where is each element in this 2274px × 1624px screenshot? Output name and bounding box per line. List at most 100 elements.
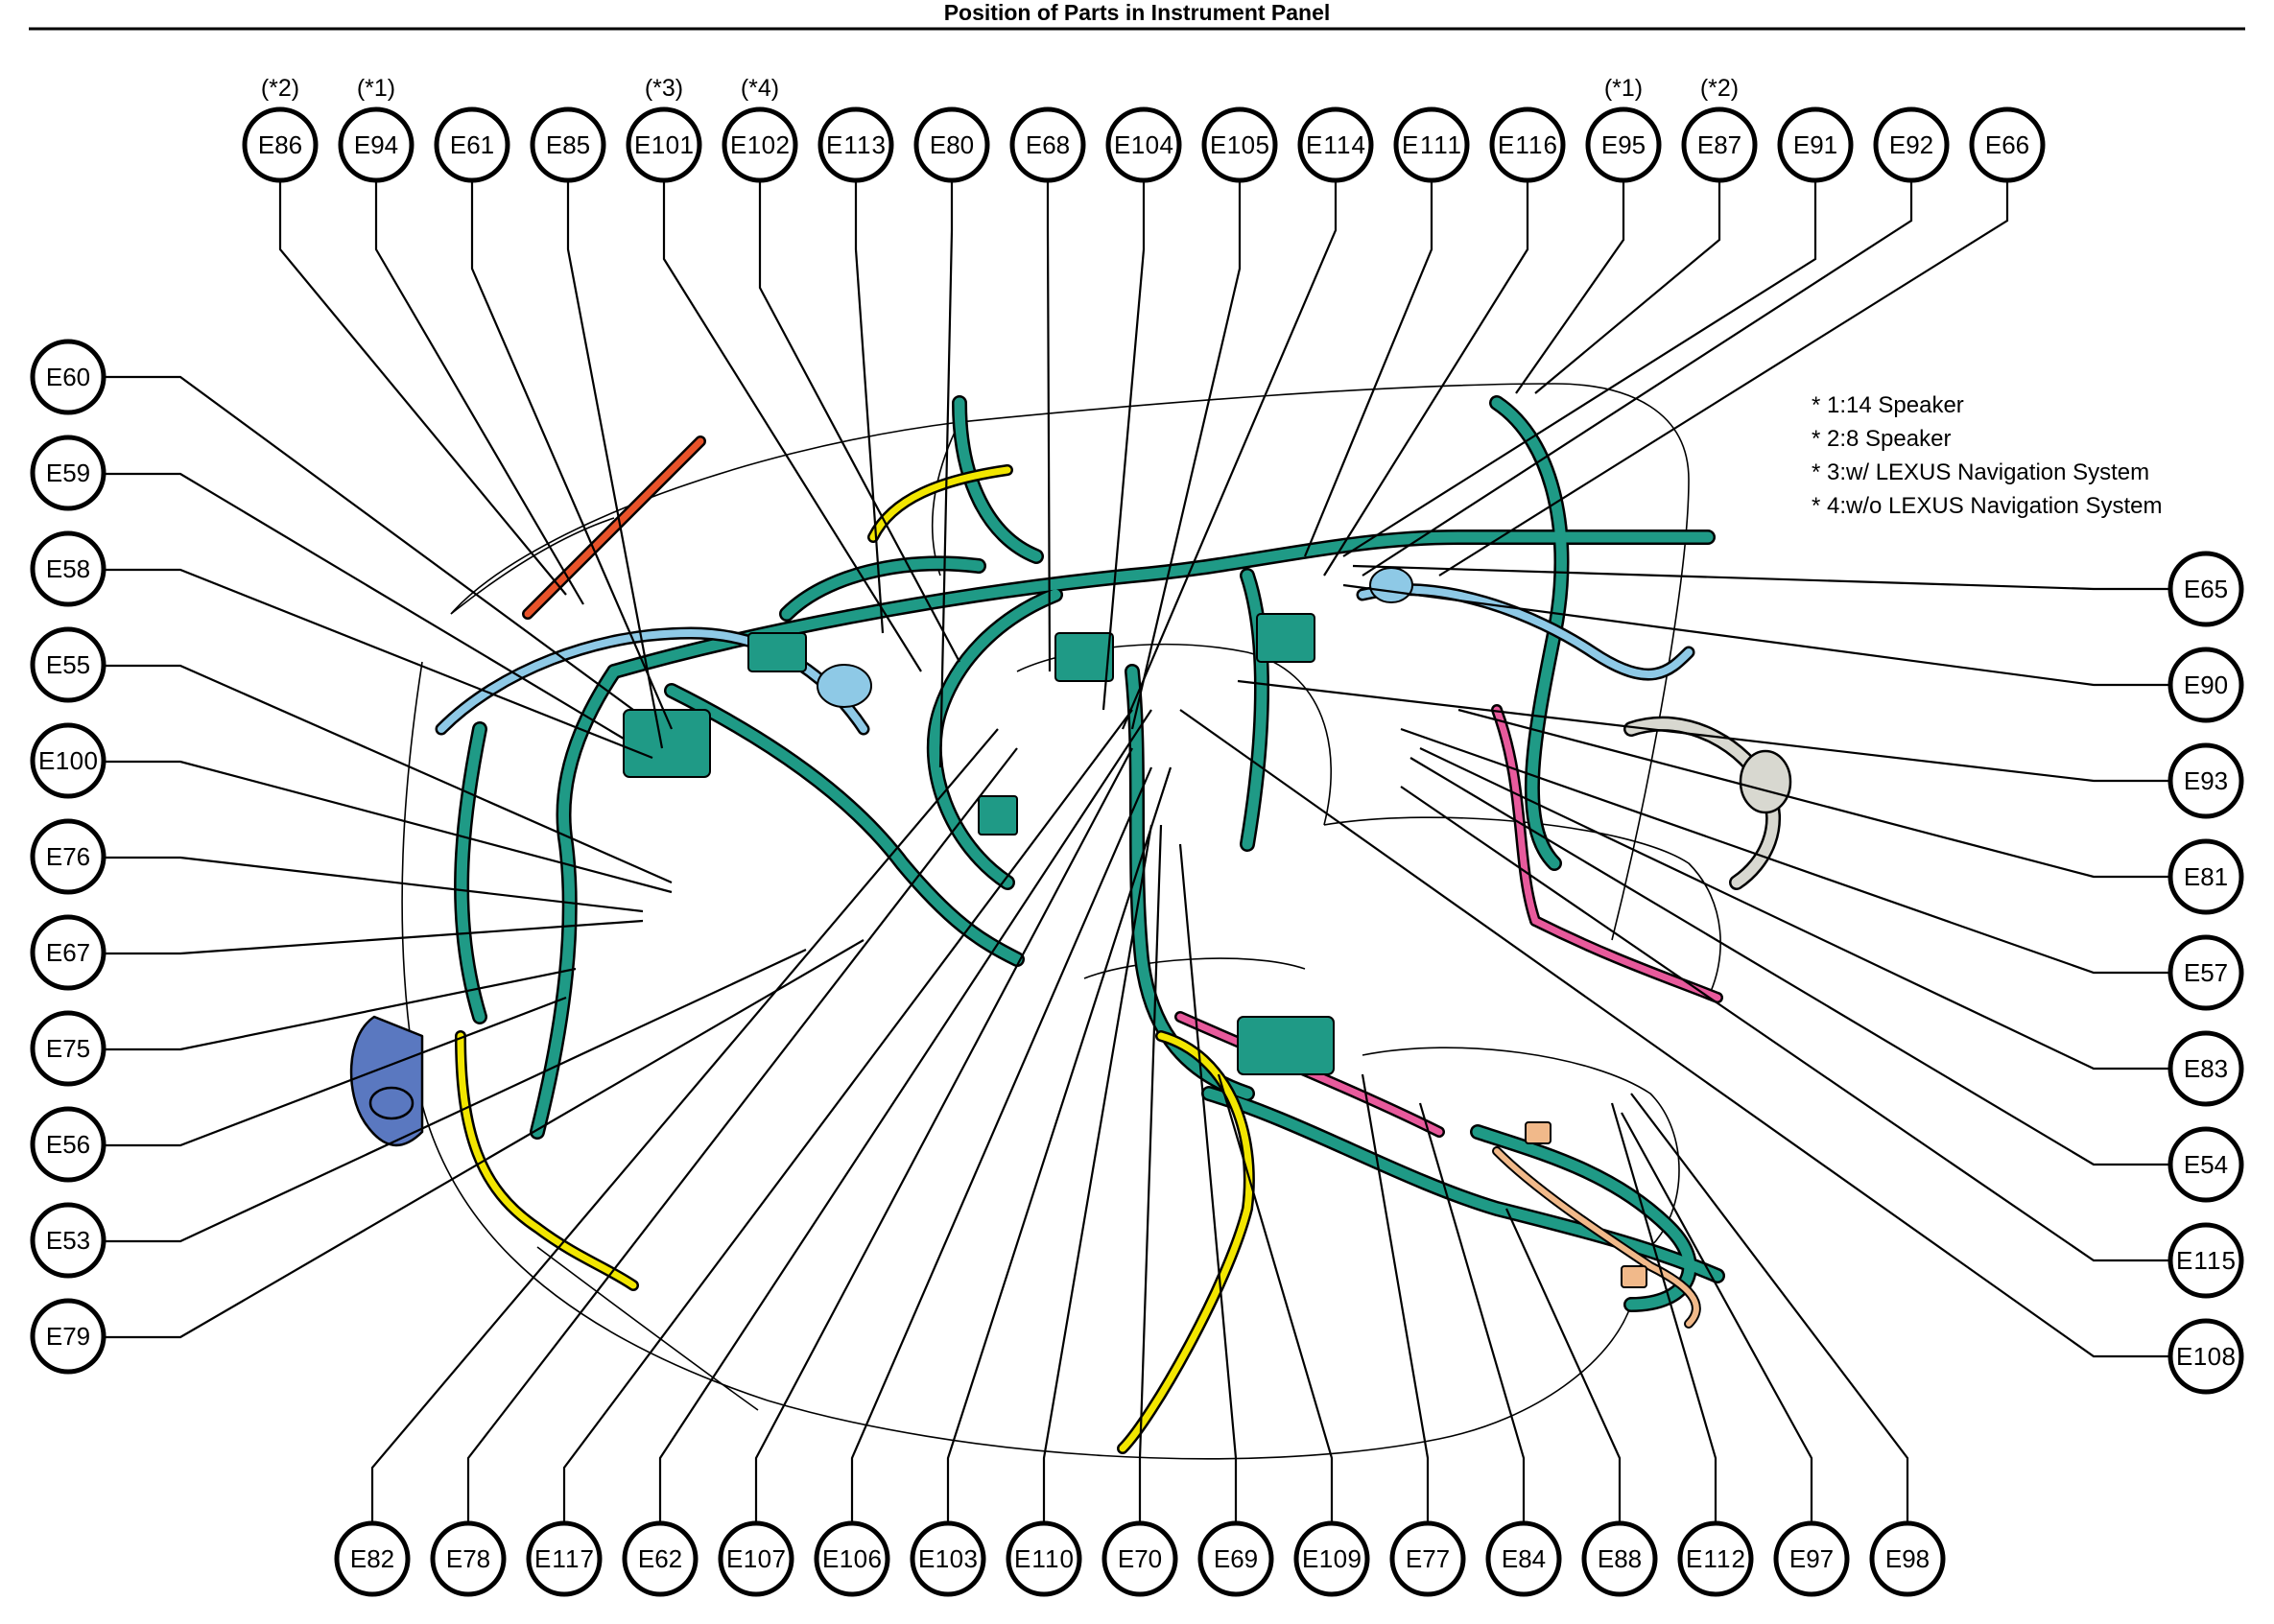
callout-circle (2167, 551, 2244, 627)
callout-circle (2167, 1126, 2244, 1203)
connector-callout: E85 (530, 106, 606, 183)
variant-note: (*1) (357, 75, 395, 102)
connector-callout: E109 (1293, 1520, 1370, 1597)
connector-callout: E66 (1969, 106, 2046, 183)
callout-circle (1293, 1520, 1370, 1597)
callout-circle (30, 530, 107, 607)
connector-callout: E111 (1393, 106, 1470, 183)
callout-circle (30, 1010, 107, 1087)
callout-circle (1869, 1520, 1946, 1597)
connector-callout: E105 (1201, 106, 1278, 183)
connector-callout: E67 (30, 914, 107, 991)
callout-circle (2167, 838, 2244, 915)
connector-label: E85 (546, 130, 590, 159)
callout-circle (30, 1298, 107, 1375)
page-title: Position of Parts in Instrument Panel (944, 0, 1331, 25)
connector-callout: E57 (2167, 934, 2244, 1011)
connector-callout: E62 (622, 1520, 699, 1597)
connector-label: E79 (46, 1322, 90, 1351)
variant-note: (*3) (645, 75, 683, 102)
callout-circle (1105, 106, 1182, 183)
connector-label: E77 (1406, 1544, 1450, 1573)
connector-label: E61 (450, 130, 494, 159)
connector-callout: E90 (2167, 647, 2244, 723)
connector-label: E65 (2184, 575, 2228, 603)
connector-label: E97 (1789, 1544, 1834, 1573)
connector-label: E58 (46, 554, 90, 583)
callout-circle (2167, 647, 2244, 723)
connector-callout: E104 (1105, 106, 1182, 183)
connector-label: E53 (46, 1226, 90, 1255)
connector-callout: E80 (913, 106, 990, 183)
connector-label: E88 (1598, 1544, 1642, 1573)
connector-callout: E103 (910, 1520, 986, 1597)
connector-label: E102 (730, 130, 790, 159)
legend-item: * 2:8 Speaker (1812, 426, 1951, 452)
connector-callout: E106 (814, 1520, 890, 1597)
connector-label: E82 (350, 1544, 394, 1573)
variant-note: (*2) (1700, 75, 1739, 102)
connector-label: E92 (1889, 130, 1933, 159)
connector-callout: E83 (2167, 1030, 2244, 1107)
callout-circle (2167, 1318, 2244, 1395)
connector-label: E108 (2176, 1342, 2236, 1371)
connector-label: E84 (1502, 1544, 1546, 1573)
connector-callout: E84 (1485, 1520, 1562, 1597)
connector-callout: E92 (1873, 106, 1950, 183)
callout-circle (913, 106, 990, 183)
connector-label: E101 (634, 130, 694, 159)
callout-circle (626, 106, 702, 183)
connector-callout: E110 (1006, 1520, 1082, 1597)
connector-label: E56 (46, 1130, 90, 1159)
leader-lines (104, 180, 2170, 1523)
connector-callout: E70 (1101, 1520, 1178, 1597)
connector-callout: E86(*2) (242, 75, 319, 183)
connector-callout: E114 (1297, 106, 1374, 183)
connector-callout: E101 (*3) (626, 75, 702, 183)
connector-label: E59 (46, 459, 90, 487)
connector-label: E81 (2184, 862, 2228, 891)
callout-circle (2167, 934, 2244, 1011)
callout-circle (2167, 1222, 2244, 1299)
connector-label: E104 (1114, 130, 1173, 159)
callout-circle (1677, 1520, 1754, 1597)
callout-circle (1581, 1520, 1658, 1597)
connector-callout: E82 (334, 1520, 411, 1597)
connector-callout: E112 (1677, 1520, 1754, 1597)
callout-circle (242, 106, 319, 183)
callout-circle (526, 1520, 603, 1597)
callout-circle (722, 106, 798, 183)
connector-label: E109 (1302, 1544, 1362, 1573)
connector-label: E83 (2184, 1054, 2228, 1083)
connector-label: E66 (1985, 130, 2029, 159)
connector-callout: E100 (30, 722, 107, 799)
callout-circle (1681, 106, 1758, 183)
connector-callout: E58 (30, 530, 107, 607)
callout-circle (1393, 106, 1470, 183)
callout-circle (2167, 742, 2244, 819)
connector-callout: E59 (30, 435, 107, 511)
variant-note: (*4) (741, 75, 779, 102)
callout-circle (30, 914, 107, 991)
connector-callout: E79 (30, 1298, 107, 1375)
connector-callout: E55 (30, 626, 107, 703)
callout-circle (430, 1520, 507, 1597)
connector-label: E91 (1793, 130, 1837, 159)
callout-circle (1585, 106, 1662, 183)
connector-callout: E81 (2167, 838, 2244, 915)
callout-circle (334, 1520, 411, 1597)
connector-callout: E68 (1009, 106, 1086, 183)
callout-circle (1777, 106, 1854, 183)
connector-callout: E77 (1389, 1520, 1466, 1597)
legend: * 1:14 Speaker * 2:8 Speaker * 3:w/ LEXU… (1812, 392, 2163, 519)
connector-callout: E95(*1) (1585, 75, 1662, 183)
connector-label: E75 (46, 1034, 90, 1063)
connector-callout: E115 (2167, 1222, 2244, 1299)
legend-item: * 4:w/o LEXUS Navigation System (1812, 493, 2163, 519)
connector-label: E80 (930, 130, 974, 159)
connector-label: E60 (46, 363, 90, 391)
legend-item: * 1:14 Speaker (1812, 392, 1964, 418)
